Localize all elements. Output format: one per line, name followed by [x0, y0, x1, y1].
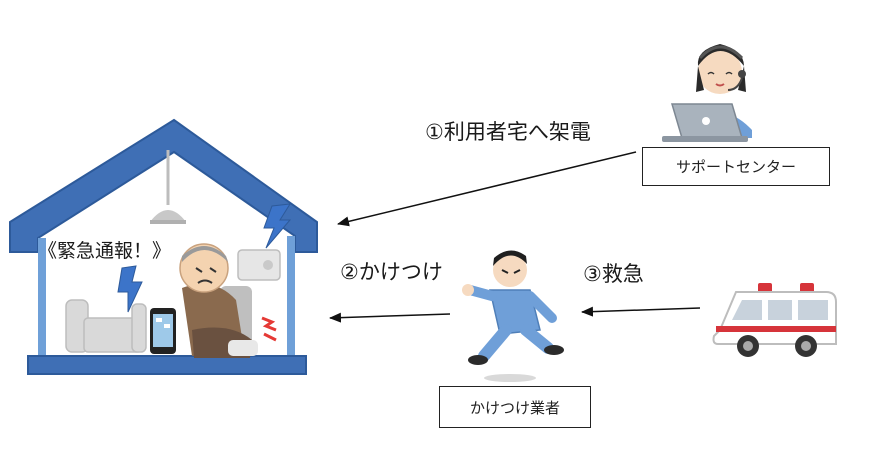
arrow-worker-to-home	[329, 312, 451, 323]
call-home-label: ①利用者宅へ架電	[425, 120, 591, 144]
emergency-label: ③救急	[583, 262, 644, 286]
ambulance-illustration	[712, 283, 837, 357]
emergency-alert-label: 《緊急通報！》	[38, 240, 172, 262]
arrow-ambulance-to-worker	[581, 306, 701, 317]
smartphone-icon	[150, 308, 176, 354]
arrow-center-to-home	[337, 151, 637, 227]
lightning-icon	[117, 203, 292, 313]
worker-illustration	[462, 250, 564, 382]
operator-illustration	[662, 44, 752, 142]
rush-worker-box: かけつけ業者	[439, 386, 591, 428]
support-center-box: サポートセンター	[642, 147, 830, 186]
elderly-man-illustration	[179, 243, 277, 358]
rush-label: ②かけつけ	[340, 260, 443, 284]
sensor-device-icon	[237, 249, 281, 281]
